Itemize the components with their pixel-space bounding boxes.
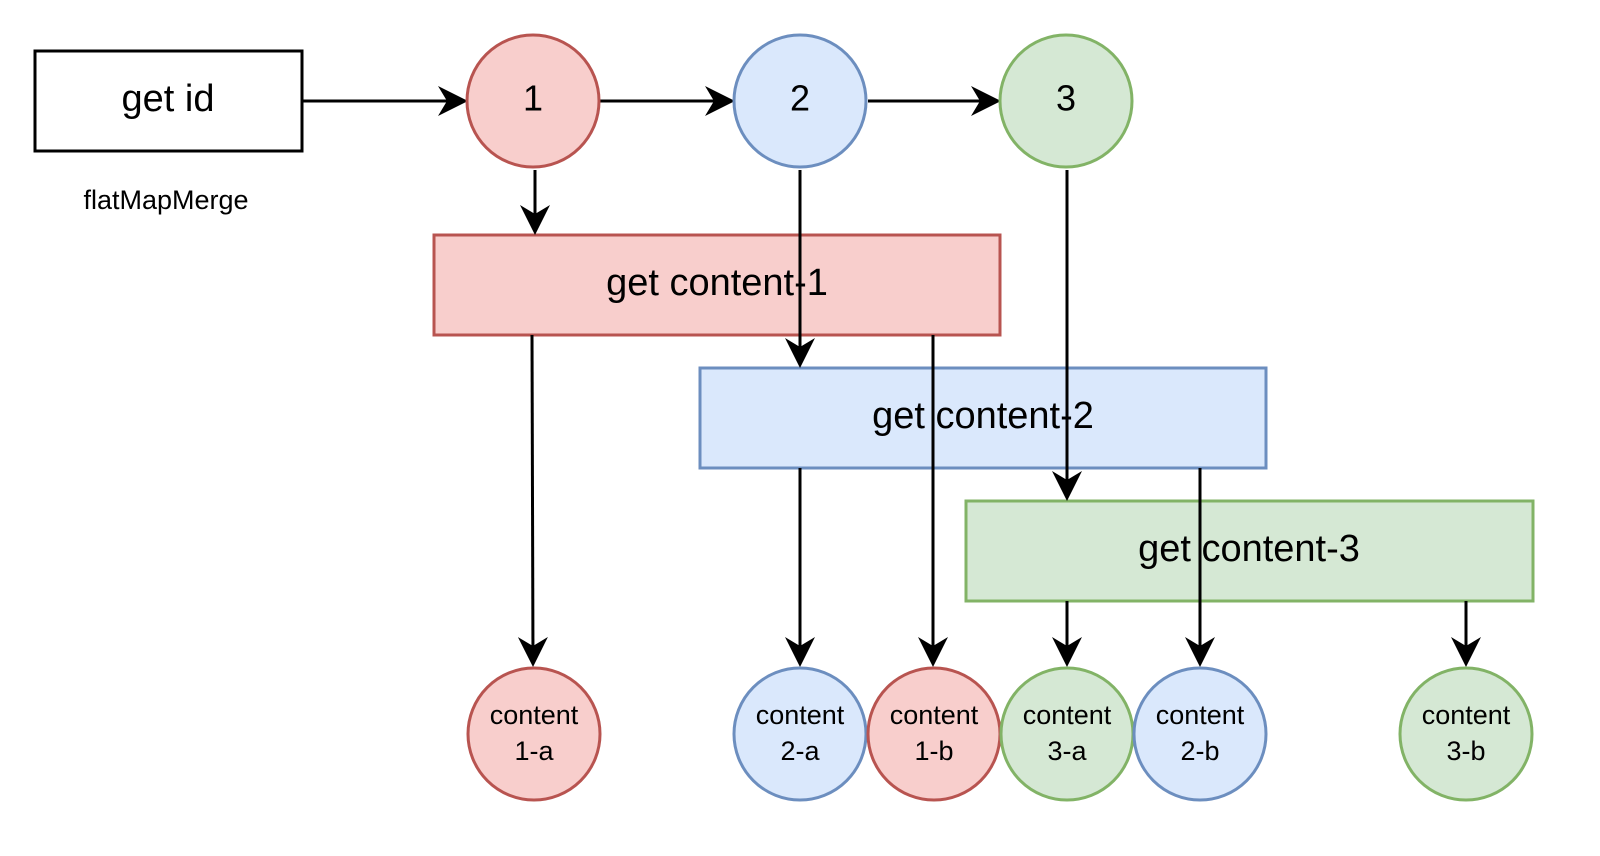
content-3-b-node: content 3-b [1398,666,1534,802]
get-content-3-box: get content-3 [964,499,1535,603]
id-node-3-label: 3 [1056,78,1076,119]
content-2-a-line1: content [756,700,845,730]
edge-get-content-1-to-content-1-a [517,334,548,667]
content-1-a-line2: 1-a [514,736,554,766]
content-1-b-circle [866,666,1002,802]
get-content-1-label: get content-1 [606,262,828,304]
content-1-a-node: content 1-a [466,666,602,802]
id-node-1-label: 1 [523,78,543,119]
content-2-b-line1: content [1156,700,1245,730]
content-3-a-node: content 3-a [999,666,1135,802]
content-2-a-circle [732,666,868,802]
content-2-a-line2: 2-a [780,736,820,766]
get-content-2-label: get content-2 [872,395,1094,437]
get-id-box: get id [33,49,304,153]
id-node-3-circle [998,33,1134,169]
id-node-2-label: 2 [790,78,810,119]
content-1-a-line1: content [490,700,579,730]
content-1-a-circle [466,666,602,802]
content-3-b-line2: 3-b [1446,736,1485,766]
get-content-3-rect [964,499,1535,603]
get-content-2-box: get content-2 [698,366,1268,470]
id-node-1-circle [465,33,601,169]
content-3-a-line2: 3-a [1047,736,1087,766]
content-3-b-circle [1398,666,1534,802]
id-node-2: 2 [732,33,868,169]
content-2-b-node: content 2-b [1132,666,1268,802]
get-content-1-rect [432,233,1002,337]
id-node-2-circle [732,33,868,169]
content-1-b-node: content 1-b [866,666,1002,802]
get-content-3-label: get content-3 [1138,528,1360,570]
content-1-b-line2: 1-b [914,736,953,766]
content-3-a-circle [999,666,1135,802]
content-3-b-line1: content [1422,700,1511,730]
get-content-2-rect [698,366,1268,470]
operator-label: flatMapMerge [83,185,248,215]
content-2-a-node: content 2-a [732,666,868,802]
content-2-b-circle [1132,666,1268,802]
get-id-label: get id [122,78,215,120]
content-1-b-line1: content [890,700,979,730]
id-node-1: 1 [465,33,601,169]
content-3-a-line1: content [1023,700,1112,730]
content-2-b-line2: 2-b [1180,736,1219,766]
id-node-3: 3 [998,33,1134,169]
get-content-1-box: get content-1 [432,233,1002,337]
